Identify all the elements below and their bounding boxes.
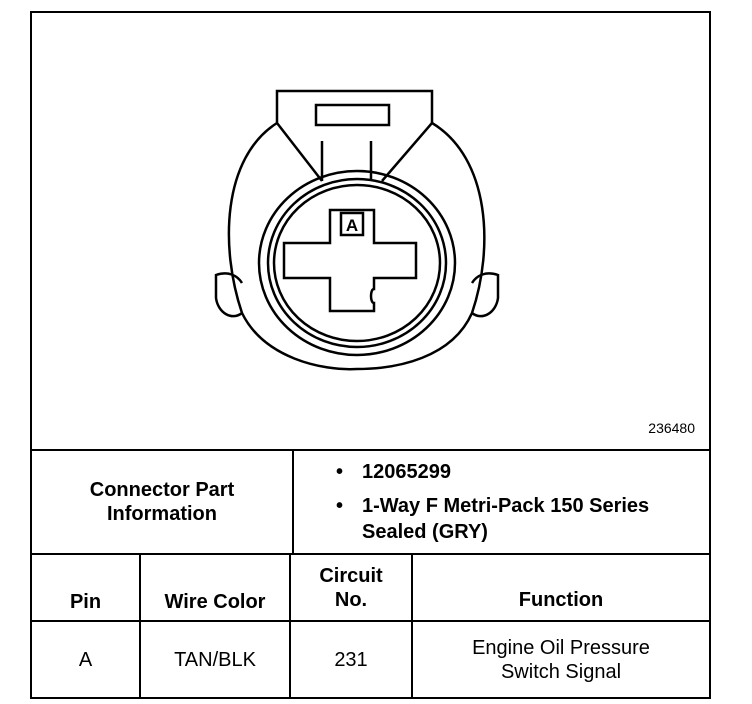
- part-number: 12065299: [362, 461, 451, 483]
- connector-seal-ring-inner: [272, 183, 442, 343]
- terminal-cavity: [282, 208, 418, 313]
- figure-id: 236480: [648, 420, 695, 436]
- divider-diagram-table: [32, 449, 709, 451]
- divider-col-circuit: [411, 553, 413, 697]
- housing-flange-right: [470, 272, 500, 318]
- connector-end-view-frame: A 236480 Connector Part Information • 12…: [30, 11, 711, 699]
- header-pin: Pin: [69, 591, 102, 613]
- connector-latch-window: [314, 103, 391, 127]
- pin-a-label: A: [346, 216, 358, 235]
- connector-seal-ring-middle: [266, 177, 448, 349]
- row-pin: A: [78, 648, 93, 671]
- connector-part-info-label: Connector Part Information: [89, 479, 235, 525]
- row-function: Engine Oil Pressure Switch Signal: [472, 636, 650, 683]
- pin-a-marker-box: [339, 211, 365, 237]
- connector-drawing: A: [214, 89, 500, 371]
- header-circuit-no: Circuit No.: [319, 564, 383, 611]
- connector-seal-ring-outer: [257, 169, 457, 357]
- bullet-marker: •: [336, 495, 344, 517]
- housing-flange-left: [214, 272, 244, 318]
- row-wire-color: TAN/BLK: [174, 648, 256, 671]
- part-info-item: • 12065299: [332, 459, 707, 485]
- divider-col-wire: [289, 553, 291, 697]
- part-info-item: • 1-Way F Metri-Pack 150 Series Sealed (…: [332, 493, 707, 545]
- header-function: Function: [518, 589, 604, 611]
- connector-latch-tab: [275, 89, 434, 182]
- connector-description: 1-Way F Metri-Pack 150 Series Sealed (GR…: [362, 495, 650, 543]
- divider-info-header: [32, 553, 709, 555]
- bullet-marker: •: [336, 461, 344, 483]
- divider-info-vertical: [292, 449, 294, 553]
- header-wire-color: Wire Color: [164, 591, 266, 613]
- divider-header-row: [32, 620, 709, 622]
- part-info-list: • 12065299 • 1-Way F Metri-Pack 150 Seri…: [332, 459, 707, 553]
- connector-housing-outline: [227, 121, 486, 371]
- connector-diagram: A 236480: [32, 13, 709, 449]
- row-circuit-no: 231: [334, 648, 368, 671]
- divider-col-pin: [139, 553, 141, 697]
